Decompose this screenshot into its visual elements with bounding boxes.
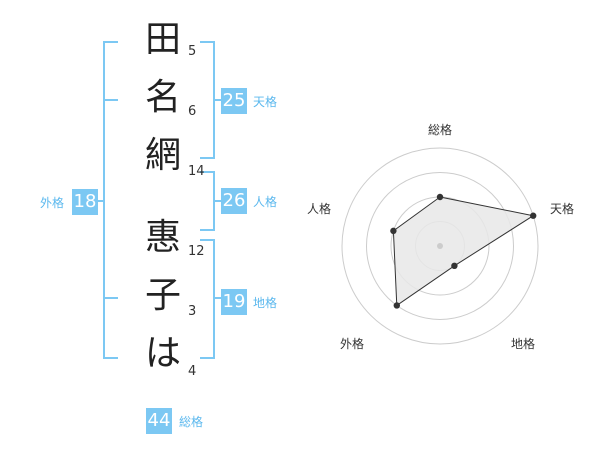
name-char: は [144, 333, 181, 374]
stroke-count: 14 [188, 164, 205, 179]
soukaku-badge: 44 [146, 408, 172, 434]
soukaku-label: 総格 [179, 415, 204, 429]
radar-axis-label: 地格 [511, 337, 536, 351]
gaikaku-badge: 18 [72, 189, 98, 215]
name-char: 子 [144, 275, 181, 316]
jinkaku-bracket [200, 171, 215, 231]
radar-axis-label: 総格 [428, 123, 453, 137]
stroke-count: 6 [188, 104, 197, 119]
radar-axis-label: 外格 [340, 337, 365, 351]
name-char: 網 [144, 135, 181, 176]
chikaku-badge: 19 [221, 289, 247, 315]
tenkaku-bracket [200, 41, 215, 159]
name-char: 名 [144, 77, 181, 118]
tenkaku-label: 天格 [253, 95, 278, 109]
jinkaku-badge: 26 [221, 188, 247, 214]
radar-axis-label: 人格 [307, 202, 332, 216]
name-char: 惠 [144, 217, 181, 258]
gaikaku-label: 外格 [40, 196, 65, 210]
stroke-count: 5 [188, 44, 197, 59]
name-char: 田 [144, 19, 181, 60]
stroke-count: 3 [188, 304, 197, 319]
stroke-count: 12 [188, 244, 205, 259]
stroke-count: 4 [188, 364, 197, 379]
chikaku-label: 地格 [253, 296, 278, 310]
radar-axis-label: 天格 [550, 202, 575, 216]
gaikaku-bracket [103, 41, 118, 359]
jinkaku-label: 人格 [253, 195, 278, 209]
tenkaku-badge: 25 [221, 88, 247, 114]
